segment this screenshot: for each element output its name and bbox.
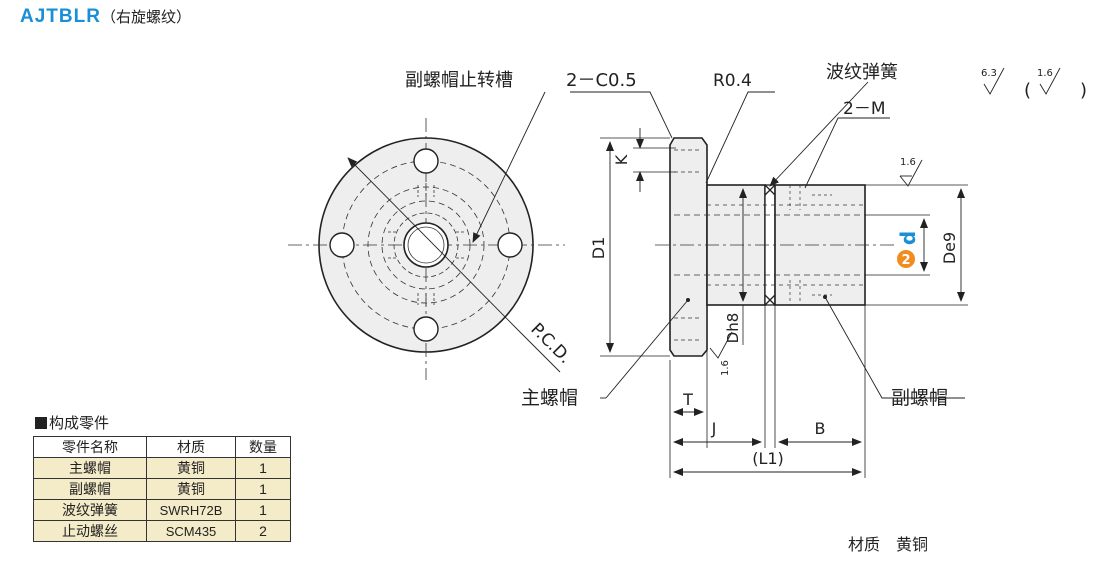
pcd-label: P.C.D. — [526, 319, 575, 368]
table-row: 止动螺丝 SCM435 2 — [33, 520, 291, 542]
anti-rotation-slot-label: 副螺帽止转槽 — [405, 70, 513, 91]
table-header-row: 零件名称 材质 数量 — [33, 436, 291, 458]
dim-de9-label: De9 — [940, 232, 959, 264]
side-view — [570, 81, 965, 399]
dim-j-label: J — [711, 419, 717, 438]
callouts: 副螺帽止转槽 2－C0.5 R0.4 波纹弹簧 2－M 主螺帽 副螺帽 — [405, 62, 948, 409]
radius-label: R0.4 — [713, 71, 752, 91]
parts-table: 零件名称 材质 数量 主螺帽 黄铜 1 副螺帽 黄铜 1 波纹弹簧 SWRH72… — [33, 436, 291, 542]
dim-b-label: B — [815, 419, 826, 438]
col-header-name: 零件名称 — [33, 436, 147, 458]
product-code: AJTBLR — [20, 6, 101, 27]
dim-t-label: T — [682, 390, 693, 409]
roughness-general-outer: 6.3 — [981, 68, 997, 79]
roughness-sub-nut: 1.6 — [900, 157, 916, 168]
parts-section: 构成零件 零件名称 材质 数量 主螺帽 黄铜 1 副螺帽 黄铜 1 波纹弹簧 S… — [33, 412, 291, 542]
square-icon — [35, 417, 47, 429]
table-row: 波纹弹簧 SWRH72B 1 — [33, 499, 291, 521]
roughness-symbols: 6.3 ( 1.6 ) 1.6 1.6 — [709, 67, 1087, 376]
dim-d1-label: D1 — [589, 237, 608, 260]
parts-heading: 构成零件 — [35, 412, 291, 433]
dim-dh8-label: Dh8 — [724, 313, 742, 344]
dim-d-label: d — [896, 231, 920, 245]
roughness-flange: 1.6 — [720, 360, 731, 376]
chamfer-label: 2－C0.5 — [566, 70, 637, 91]
wave-spring-label: 波纹弹簧 — [826, 62, 898, 83]
page-title: AJTBLR（右旋螺纹） — [20, 6, 191, 28]
product-subtitle: （右旋螺纹） — [100, 8, 191, 26]
roughness-general-inner: 1.6 — [1037, 68, 1053, 79]
main-nut-label: 主螺帽 — [521, 387, 578, 409]
roughness-paren-close: ) — [1080, 80, 1087, 101]
front-view: P.C.D. — [288, 91, 575, 380]
material-note: 材质黄铜 — [848, 531, 928, 555]
thread-label: 2－M — [843, 99, 885, 119]
roughness-paren-open: ( — [1024, 80, 1031, 101]
dimensions: K D1 Dh8 De9 d 2 T J B — [589, 128, 968, 478]
dim-l1-label: (L1) — [752, 449, 784, 468]
material-note-label: 材质 — [848, 535, 881, 554]
col-header-material: 材质 — [146, 436, 236, 458]
material-note-value: 黄铜 — [896, 535, 929, 554]
table-row: 主螺帽 黄铜 1 — [33, 457, 291, 479]
dim-k-label: K — [612, 154, 631, 165]
badge-2: 2 — [901, 253, 910, 268]
table-row: 副螺帽 黄铜 1 — [33, 478, 291, 500]
sub-nut-label: 副螺帽 — [891, 387, 948, 409]
col-header-qty: 数量 — [235, 436, 291, 458]
